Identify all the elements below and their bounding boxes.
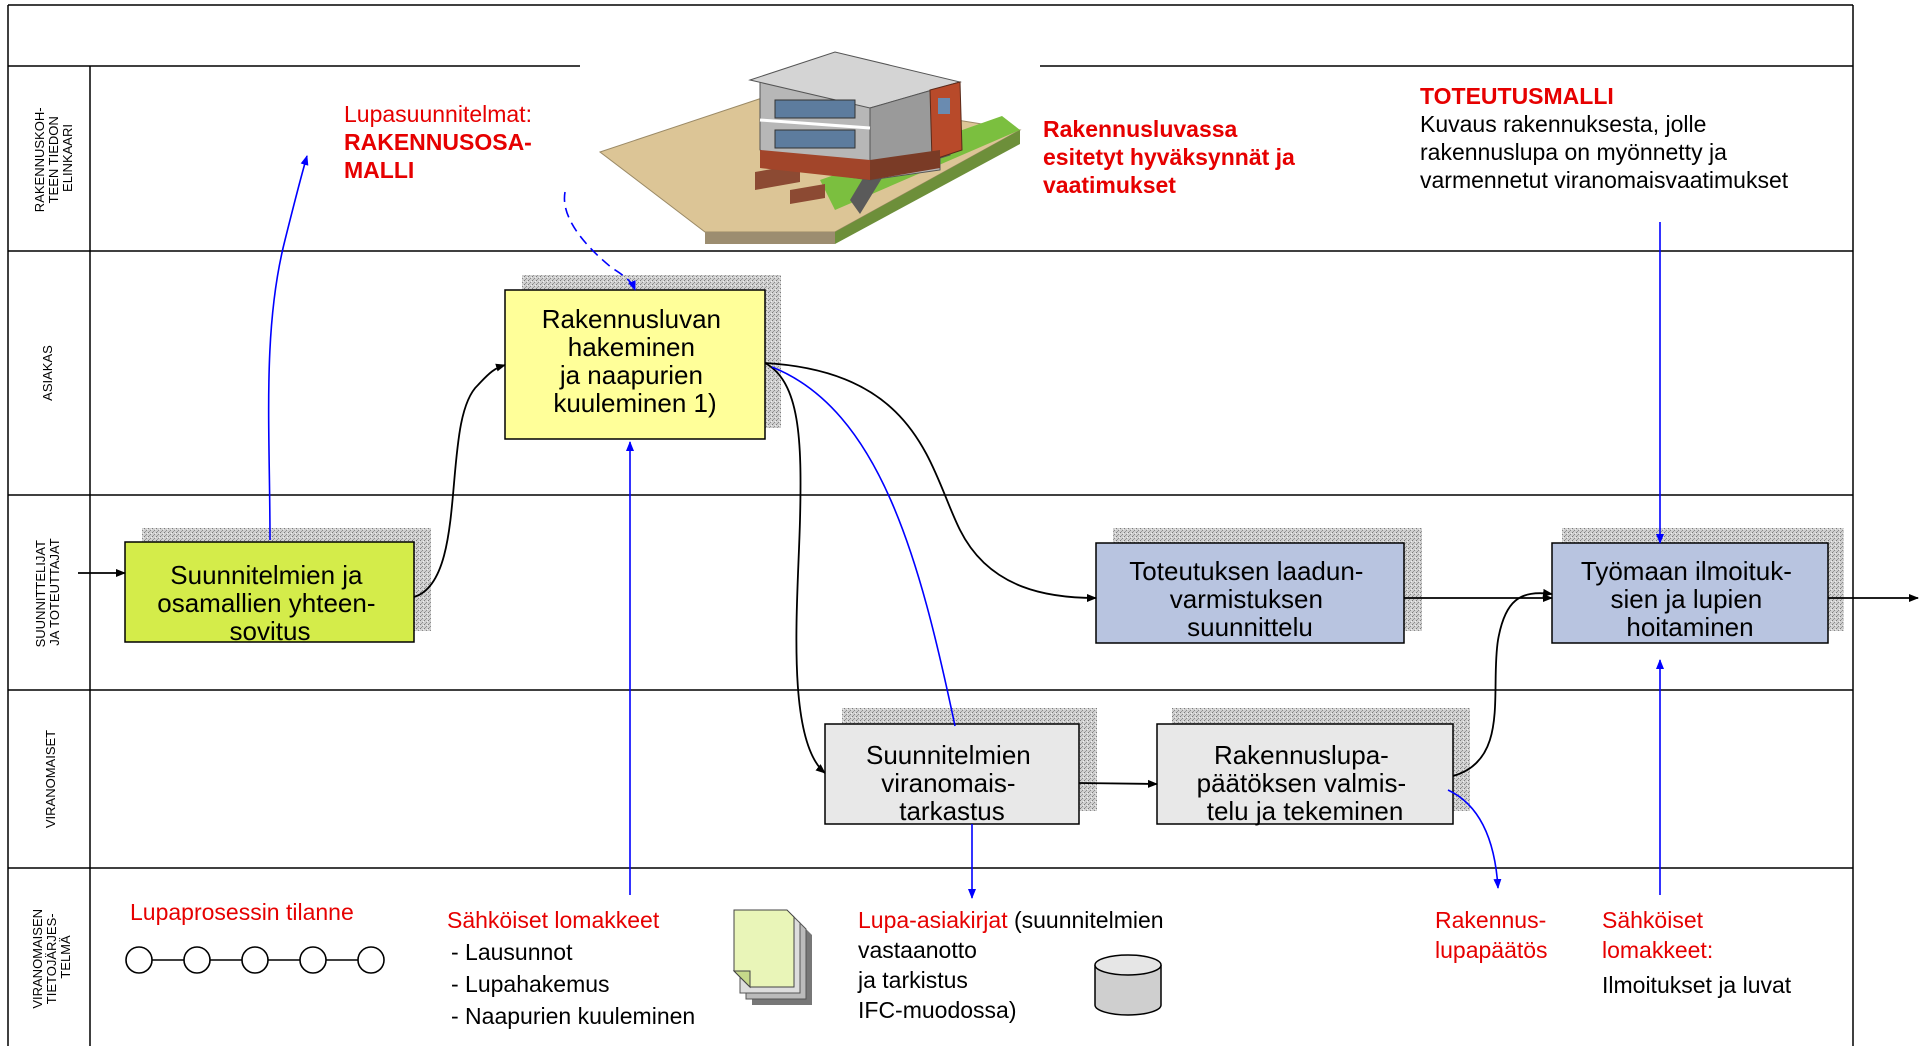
box-site-text: Työmaan ilmoituk- sien ja lupien hoitami… — [1581, 556, 1799, 642]
box-decision — [1156, 723, 1454, 825]
annotation-approvals: Rakennusluvassa esitetyt hyväksynnät ja … — [1043, 116, 1301, 198]
lane-label-authorities: VIRANOMAISET — [43, 730, 58, 828]
box-review-text: Suunnitelmien viranomais- tarkastus — [866, 740, 1038, 826]
arrow-coordination-to-application — [413, 363, 506, 598]
status-chain — [125, 946, 385, 974]
status-title: Lupaprosessin tilanne — [130, 899, 354, 925]
arrow-decision-to-site — [1452, 588, 1553, 777]
house-illustration — [598, 51, 1022, 244]
arrow-application-to-review-blue — [771, 366, 956, 727]
arrow-plans-to-application — [563, 191, 636, 291]
arrow-application-to-quality — [764, 362, 1097, 602]
box-quality — [1095, 542, 1405, 644]
lane-label-customer: ASIAKAS — [40, 345, 55, 401]
lane-label-lifecycle: RAKENNUSKOH- TEEN TIEDON ELINKAARI — [32, 104, 75, 212]
box-decision-text: Rakennuslupa- päätöksen valmis- telu ja … — [1197, 740, 1414, 826]
decision-doc-text: Rakennus- lupapäätös — [1435, 907, 1553, 963]
box-application — [504, 289, 766, 440]
arrow-application-to-review — [764, 362, 826, 774]
arrow-to-permit-plans — [267, 155, 309, 541]
status-node — [241, 946, 269, 974]
box-coordination-text: Suunnitelmien ja osamallien yhteen- sovi… — [157, 560, 382, 646]
box-quality-text: Toteutuksen laadun- varmistuksen suunnit… — [1129, 556, 1370, 642]
forms-list: Sähköiset lomakkeet - Lausunnot - Lupaha… — [447, 907, 695, 1029]
box-application-text: Rakennusluvan hakeminen ja naapurien kuu… — [542, 304, 728, 418]
documents-text: Lupa-asiakirjat (suunnitelmien vastaanot… — [857, 907, 1170, 1023]
documents-icon — [732, 909, 812, 1005]
database-icon — [1094, 954, 1162, 1016]
annotation-implementation-model: TOTEUTUSMALLI Kuvaus rakennuksesta, joll… — [1420, 83, 1789, 193]
status-node — [357, 946, 385, 974]
annotation-permit-plans: Lupasuunnitelmat: RAKENNUSOSA- MALLI — [344, 101, 536, 183]
status-node — [125, 946, 153, 974]
lane-grid — [7, 4, 1854, 1046]
status-node — [183, 946, 211, 974]
lane-label-system: VIRANOMAISEN TIETOJÄRJES- TELMÄ — [30, 905, 73, 1008]
arrow-review-to-decision — [1078, 779, 1158, 788]
box-site — [1551, 542, 1829, 644]
box-review — [824, 723, 1080, 825]
lane-label-designers: SUUNNITTELIJAT JA TOTEUTTAJAT — [33, 537, 62, 648]
forms2-text: Sähköiset lomakkeet: Ilmoitukset ja luva… — [1602, 907, 1792, 998]
status-node — [299, 946, 327, 974]
box-coordination — [124, 541, 415, 643]
flow-arrows — [78, 362, 1919, 788]
info-arrows — [267, 155, 1664, 899]
arrow-decision-to-system — [1447, 789, 1502, 889]
